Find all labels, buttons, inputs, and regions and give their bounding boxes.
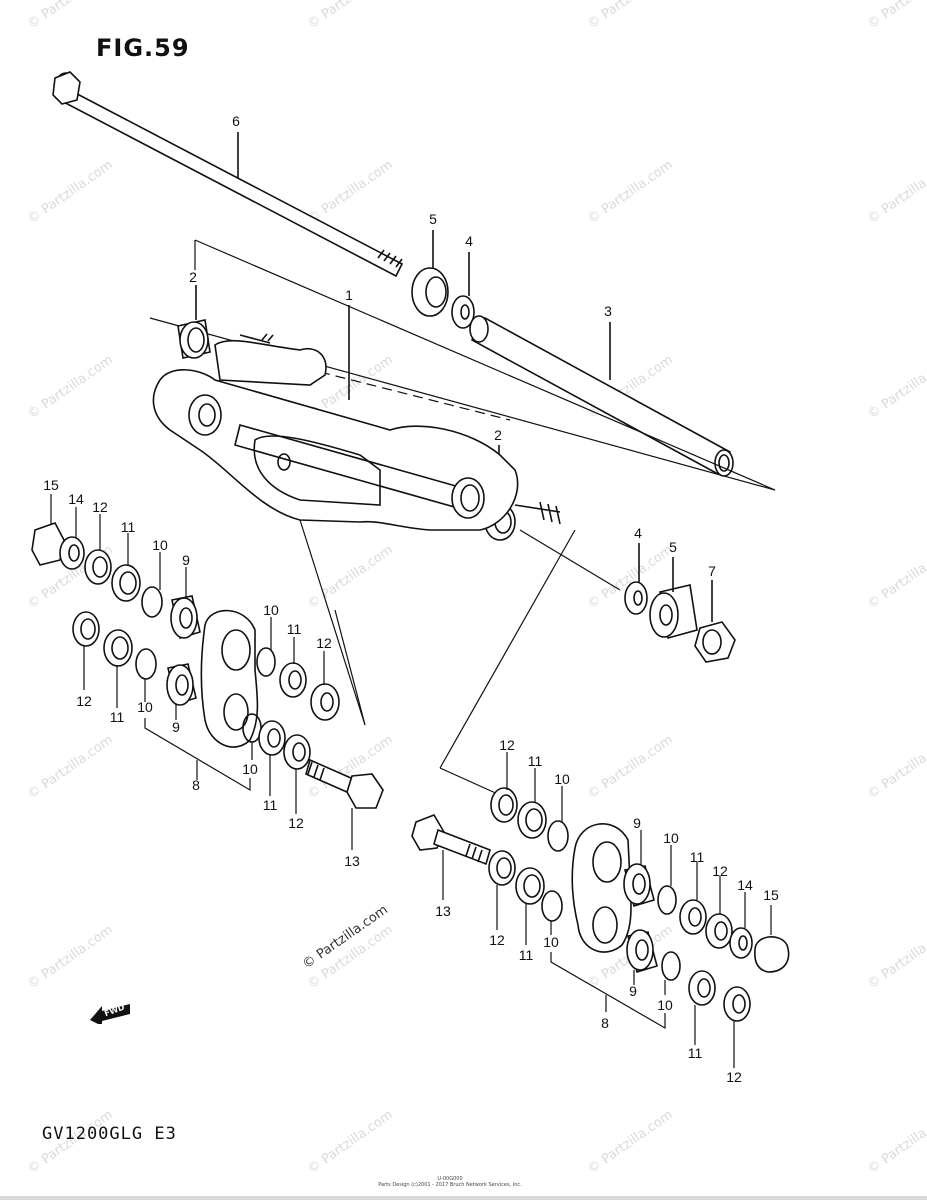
callout-10: 10 — [242, 761, 258, 777]
callout-5: 5 — [669, 539, 677, 555]
callout-12: 12 — [288, 815, 304, 831]
part-5-bearing-top — [411, 267, 449, 317]
callout-12: 12 — [726, 1069, 742, 1085]
callout-labels: 1223445567889999101010101010101011111111… — [43, 113, 779, 1085]
callout-10: 10 — [263, 602, 279, 618]
callout-4: 4 — [634, 525, 642, 541]
callout-8: 8 — [192, 777, 200, 793]
callout-12: 12 — [92, 499, 108, 515]
callout-12: 12 — [499, 737, 515, 753]
callout-12: 12 — [712, 863, 728, 879]
callout-11: 11 — [110, 709, 125, 725]
fwd-arrow-icon — [90, 1004, 130, 1024]
part-4-washer-right — [624, 581, 648, 615]
callout-11: 11 — [519, 947, 534, 963]
part-2-bearing-left — [177, 319, 211, 359]
callout-4: 4 — [465, 233, 473, 249]
callout-15: 15 — [43, 477, 59, 493]
part-6-shaft — [52, 71, 404, 278]
part-7-nut — [694, 621, 736, 663]
part-3-sleeve — [469, 315, 734, 477]
callout-8: 8 — [601, 1015, 609, 1031]
figure-title: FIG.59 — [96, 34, 190, 62]
callout-9: 9 — [182, 552, 190, 568]
callout-12: 12 — [316, 635, 332, 651]
model-code: GV1200GLG E3 — [42, 1124, 177, 1144]
right-group-leaders — [442, 752, 772, 1068]
callout-11: 11 — [690, 849, 705, 865]
part-4-washer-top — [451, 295, 475, 329]
callout-14: 14 — [68, 491, 84, 507]
left-group-leaders — [50, 494, 353, 850]
callout-14: 14 — [737, 877, 753, 893]
callout-5: 5 — [429, 211, 437, 227]
callout-9: 9 — [633, 815, 641, 831]
callout-12: 12 — [76, 693, 92, 709]
callout-12: 12 — [489, 932, 505, 948]
part-5-bearing-right — [649, 584, 698, 640]
callout-11: 11 — [121, 519, 136, 535]
callout-10: 10 — [152, 537, 168, 553]
callout-1: 1 — [345, 287, 353, 303]
callout-13: 13 — [435, 903, 451, 919]
callout-2: 2 — [189, 269, 197, 285]
callout-10: 10 — [663, 830, 679, 846]
left-link-group — [31, 522, 384, 809]
callout-10: 10 — [137, 699, 153, 715]
callout-11: 11 — [263, 797, 278, 813]
footer-copyright: U-00G000 Parts Design (c)2001 - 2017 Bru… — [360, 1176, 540, 1188]
callout-2: 2 — [494, 427, 502, 443]
callout-3: 3 — [604, 303, 612, 319]
bottom-border — [0, 1196, 927, 1200]
callout-11: 11 — [688, 1045, 703, 1061]
footer-copyright-text: Parts Design (c)2001 - 2017 Bruch Networ… — [378, 1182, 522, 1188]
callout-15: 15 — [763, 887, 779, 903]
callout-11: 11 — [287, 621, 302, 637]
right-link-group — [411, 787, 790, 1022]
callout-13: 13 — [344, 853, 360, 869]
callout-10: 10 — [657, 997, 673, 1013]
callout-6: 6 — [232, 113, 240, 129]
callout-11: 11 — [528, 753, 543, 769]
callout-10: 10 — [543, 934, 559, 950]
footer-code: U-00G000 — [437, 1176, 463, 1182]
part-1-cushion-lever — [152, 333, 561, 531]
callout-7: 7 — [708, 563, 716, 579]
callout-9: 9 — [629, 983, 637, 999]
callout-10: 10 — [554, 771, 570, 787]
callout-9: 9 — [172, 719, 180, 735]
